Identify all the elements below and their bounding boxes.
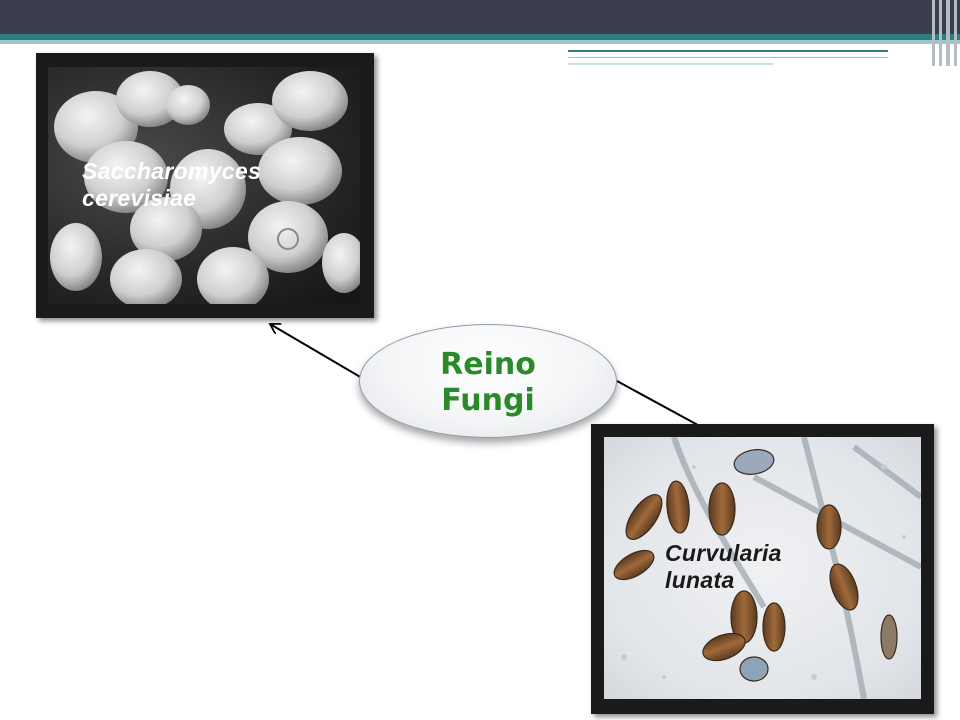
saccharomyces-micrograph [48,67,360,304]
center-node-line2: Fungi [441,383,535,418]
decorative-line [568,50,888,52]
curvularia-photo [591,424,934,714]
curvularia-label: Curvularia lunata [665,540,782,594]
accent-stripe-light [0,40,960,44]
center-node-text: Reino Fungi [360,347,616,419]
accent-stripe [0,34,960,40]
corner-decoration [930,0,960,66]
title-bar [0,0,960,34]
saccharomyces-label: Saccharomyces cerevisiae [82,158,261,212]
reino-fungi-node: Reino Fungi [359,324,617,438]
curvularia-micrograph [604,437,921,699]
arrow-to-saccharomyces [270,324,363,379]
decorative-line [568,57,888,58]
curvularia-label-line1: Curvularia [665,540,782,566]
saccharomyces-label-line2: cerevisiae [82,185,197,211]
decorative-line [568,63,773,65]
saccharomyces-label-line1: Saccharomyces [82,158,262,184]
saccharomyces-photo [36,53,374,318]
center-node-line1: Reino [440,347,536,382]
curvularia-label-line2: lunata [665,567,735,593]
